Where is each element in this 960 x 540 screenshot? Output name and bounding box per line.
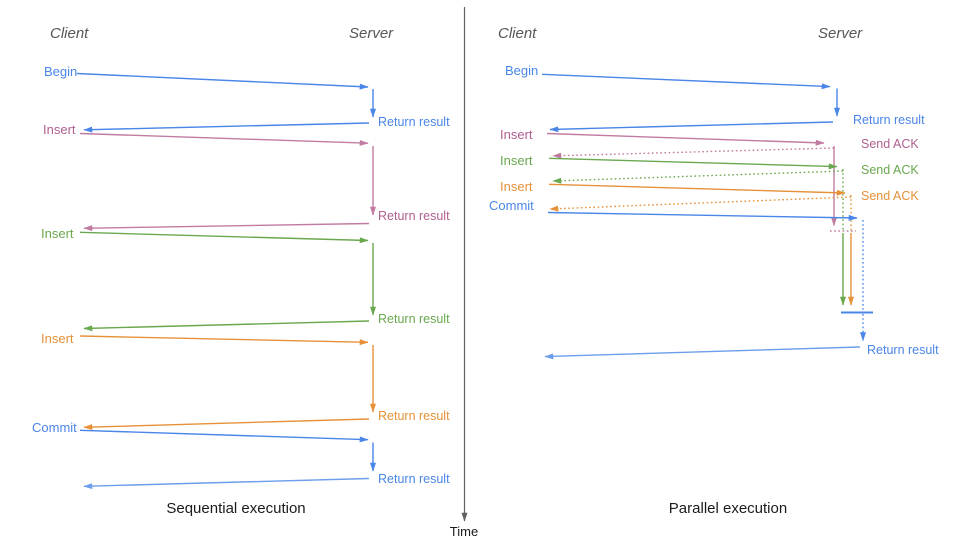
right-ack-insert2-label: Send ACK [861, 163, 919, 177]
left-commit-message [79, 429, 376, 490]
left-panel-title: Sequential execution [166, 500, 306, 517]
right-op-begin-label: Begin [505, 63, 539, 78]
left-insert2-message [79, 231, 376, 332]
right-op-insert3-label: Insert [500, 179, 533, 194]
right-server-header: Server [818, 25, 863, 42]
right-ack-insert3-label: Send ACK [861, 189, 919, 203]
left-op-insert1-label: Insert [43, 122, 76, 137]
right-insert3-message [548, 183, 854, 306]
right-insert2-message [548, 157, 846, 306]
right-insert1-message [546, 132, 856, 232]
left-result-insert1-label: Return result [378, 209, 450, 223]
left-insert1-message [79, 132, 376, 232]
left-op-insert3-label: Insert [41, 331, 74, 346]
right-begin-message [541, 73, 840, 133]
right-ack-insert1-label: Send ACK [861, 137, 919, 151]
left-result-insert3-label: Return result [378, 409, 450, 423]
right-op-insert2-label: Insert [500, 153, 533, 168]
right-result-begin-label: Return result [853, 113, 925, 127]
left-op-commit-label: Commit [32, 420, 77, 435]
left-insert3-message [79, 335, 376, 431]
left-server-header: Server [349, 25, 394, 42]
left-op-begin-label: Begin [44, 64, 78, 79]
left-result-begin-label: Return result [378, 115, 450, 129]
time-axis-label: Time [449, 524, 479, 539]
right-op-commit-label: Commit [489, 198, 534, 213]
right-panel-title: Parallel execution [668, 500, 788, 517]
right-result-commit-label: Return result [867, 343, 939, 357]
right-op-insert1-label: Insert [500, 127, 533, 142]
left-client-header: Client [50, 25, 89, 42]
left-result-insert2-label: Return result [378, 312, 450, 326]
left-result-commit-label: Return result [378, 472, 450, 486]
left-op-insert2-label: Insert [41, 226, 74, 241]
right-client-header: Client [498, 25, 537, 42]
right-commit-message [544, 211, 873, 360]
left-begin-message [76, 72, 376, 133]
